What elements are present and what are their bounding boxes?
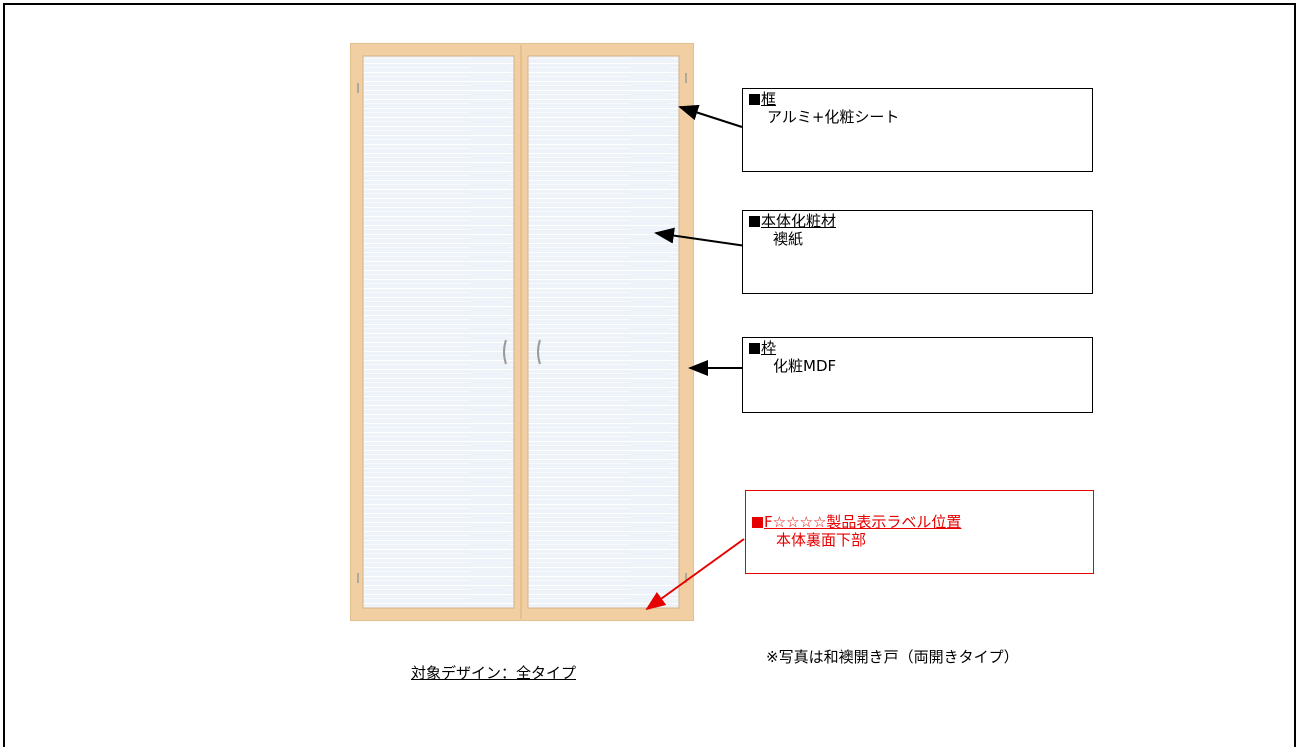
- door-illustration: [349, 42, 695, 622]
- callout-label-title: F☆☆☆☆製品表示ラベル位置: [764, 513, 962, 531]
- callout-panel-body: 襖紙: [773, 230, 804, 248]
- hinge: [357, 573, 359, 583]
- callout-panel: 本体化粧材 襖紙: [742, 210, 1093, 294]
- right-handle: [537, 339, 541, 365]
- arrow-label: [645, 538, 745, 611]
- left-handle: [503, 339, 507, 365]
- arrow-panel: [654, 227, 747, 247]
- arrow-frame: [678, 104, 743, 128]
- callout-label-position: F☆☆☆☆製品表示ラベル位置 本体裏面下部: [745, 490, 1094, 574]
- callout-panel-title: 本体化粧材: [761, 212, 837, 230]
- photo-note-caption: ※写真は和襖開き戸（両開きタイプ）: [766, 648, 1019, 666]
- callout-frame-body: アルミ+化粧シート: [767, 108, 900, 126]
- callout-label-body: 本体裏面下部: [776, 531, 867, 549]
- hinge: [357, 83, 359, 93]
- hinge: [685, 73, 687, 83]
- square-bullet-icon: [749, 343, 760, 354]
- callout-frame-title: 框: [761, 90, 777, 108]
- callout-casing-body: 化粧MDF: [773, 357, 837, 375]
- page-border: [3, 3, 1296, 747]
- callout-casing-title: 枠: [761, 339, 777, 357]
- callout-frame: 框 アルミ+化粧シート: [742, 88, 1093, 172]
- right-door-panel: [527, 55, 680, 609]
- square-bullet-icon: [749, 94, 760, 105]
- square-bullet-icon: [749, 216, 760, 227]
- square-bullet-icon: [752, 517, 763, 528]
- target-design-caption: 対象デザイン：全タイプ: [411, 664, 577, 682]
- hinge: [685, 573, 687, 583]
- callout-casing: 枠 化粧MDF: [742, 337, 1093, 413]
- left-door-panel: [362, 55, 515, 609]
